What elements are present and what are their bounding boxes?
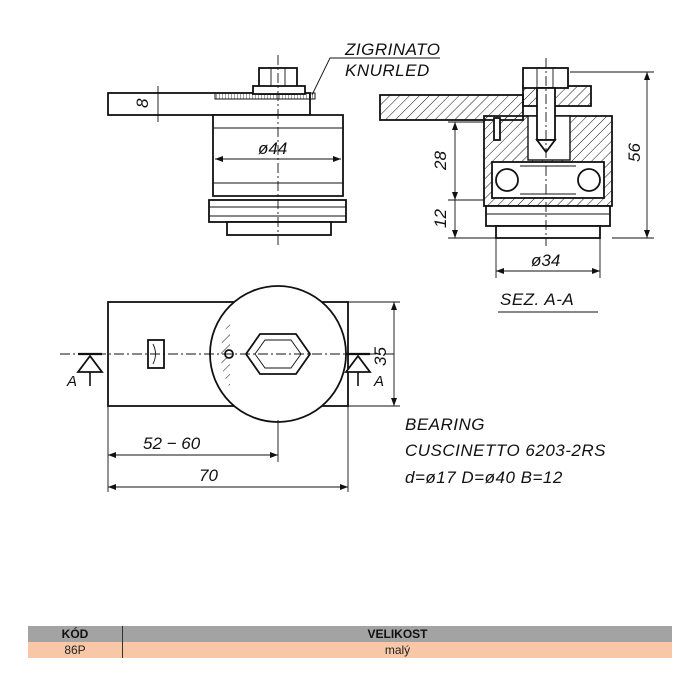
dim-outer-dia: ø44 — [258, 139, 287, 158]
section-title: SEZ. A-A — [500, 290, 574, 309]
bottom-ring — [226, 221, 332, 236]
dim-height-56: 56 — [625, 143, 644, 162]
bearing-line-1: BEARING — [405, 415, 485, 434]
dim-thickness: 8 — [133, 98, 152, 108]
knurl-label-it: ZIGRINATO — [344, 40, 441, 59]
dim-inner-dia: ø34 — [531, 251, 560, 270]
dim-height-28: 28 — [431, 151, 450, 171]
knurl-label-en: KNURLED — [345, 61, 430, 80]
dim-length: 70 — [199, 466, 218, 485]
dim-width-35: 35 — [371, 347, 390, 366]
cell-size: malý — [122, 642, 672, 658]
section-view: 28 12 56 ø34 SEZ. A-A — [379, 58, 654, 313]
top-view: A A 35 52 − 60 70 — [60, 285, 400, 492]
header-code: KÓD — [28, 626, 123, 642]
cell-code: 86P — [28, 642, 123, 658]
bearing-note: BEARING CUSCINETTO 6203-2RS d=ø17 D=ø40 … — [405, 415, 606, 487]
dim-range: 52 − 60 — [143, 434, 201, 453]
dim-height-12: 12 — [431, 209, 450, 228]
section-marker-left: A — [66, 373, 77, 390]
bolt-head — [522, 67, 569, 89]
header-size: VELIKOST — [122, 626, 672, 642]
spec-table: KÓD VELIKOST 86P malý — [28, 626, 672, 658]
body-cylinder — [212, 114, 344, 197]
technical-drawing: 8 ø44 ZIGRINATO KNURLED — [60, 40, 654, 492]
bearing-line-3: d=ø17 D=ø40 B=12 — [405, 468, 563, 487]
table-header-row: KÓD VELIKOST — [28, 626, 672, 642]
table-row: 86P malý — [28, 642, 672, 658]
bearing-line-2: CUSCINETTO 6203-2RS — [405, 441, 606, 460]
bearing-ring — [208, 199, 347, 223]
section-marker-right: A — [373, 373, 384, 390]
front-view: 8 ø44 ZIGRINATO KNURLED — [107, 40, 441, 248]
lock-pin — [493, 117, 501, 141]
